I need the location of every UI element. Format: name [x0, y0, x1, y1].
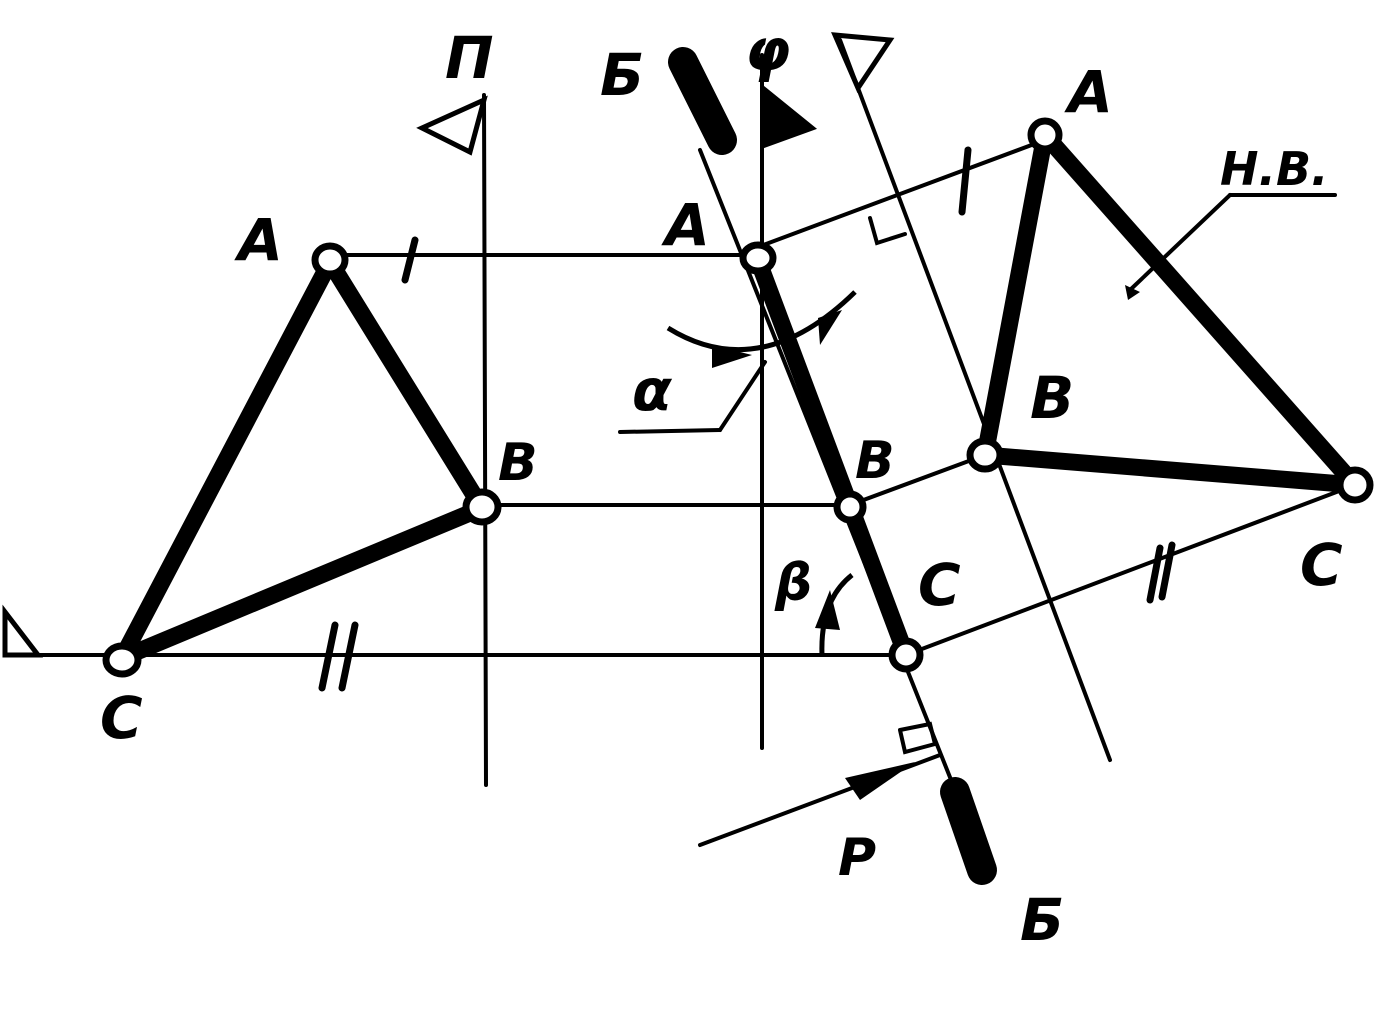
triangle-view-1	[102, 242, 502, 678]
label-alpha: α	[632, 356, 673, 424]
alpha-arrow-left-icon	[712, 345, 752, 368]
label-section-bottom: Б	[1020, 886, 1064, 954]
edge-bc-view-3	[976, 446, 1364, 494]
section-marker-top-icon	[668, 47, 737, 155]
edge-ab-view-3	[976, 126, 1054, 464]
rotated-axis	[838, 38, 1112, 762]
label-a-view-3: A	[1064, 58, 1113, 126]
point-c-view-2	[888, 637, 924, 673]
label-beta: β	[774, 553, 812, 613]
edge-ac-view-2	[749, 251, 915, 664]
label-a-view-2: A	[661, 191, 710, 259]
right-angle-mark-bottom	[898, 721, 938, 755]
label-section-top: Б	[600, 41, 644, 109]
transfer-line-c	[904, 483, 1357, 657]
point-b-view-1	[462, 488, 502, 526]
point-c-view-1	[102, 642, 142, 678]
true-view-pointer-icon	[1125, 285, 1140, 300]
tick-single-left	[401, 236, 419, 284]
label-c-view-2: C	[918, 551, 961, 619]
label-force: P	[838, 828, 876, 888]
true-view-leader	[1128, 193, 1232, 292]
tick-single-right	[958, 146, 972, 216]
flag-p-icon	[416, 95, 488, 156]
construction-lines	[3, 38, 1357, 847]
point-b-view-2	[833, 490, 867, 524]
equality-ticks	[318, 146, 1176, 692]
plane-flags	[2, 32, 895, 658]
transfer-line-a	[756, 138, 1047, 249]
alpha-arrow-right-icon	[818, 310, 842, 345]
triangle-view-2	[739, 241, 924, 673]
section-markers	[668, 47, 997, 885]
point-c-view-3	[1336, 466, 1374, 504]
label-c-view-3: C	[1300, 531, 1343, 599]
transfer-line-b	[848, 453, 987, 507]
alpha-leader-diag	[718, 360, 767, 432]
edge-bc-view-1	[113, 499, 491, 667]
axis-p	[482, 93, 488, 787]
force-arrow-icon	[845, 762, 915, 800]
angle-annotations	[666, 290, 915, 800]
edge-ab-view-1	[321, 253, 491, 517]
flag-baseline-icon	[2, 604, 44, 658]
tick-double-left-1	[318, 621, 339, 692]
label-plane-phi: φ	[745, 16, 790, 84]
edge-ac-view-1	[113, 253, 339, 667]
point-a-view-1	[311, 242, 349, 278]
section-marker-bottom-icon	[940, 777, 997, 885]
point-b-view-3	[966, 437, 1004, 473]
label-c-view-1: C	[100, 684, 143, 752]
tick-double-right-2	[1158, 541, 1176, 601]
label-plane-p: П	[445, 24, 494, 92]
label-b-view-1: B	[498, 433, 538, 493]
point-a-view-3	[1027, 117, 1063, 153]
label-a-view-1: A	[234, 206, 283, 274]
label-b-view-2: B	[855, 431, 895, 491]
alpha-arc	[666, 290, 857, 353]
point-a-view-2	[739, 241, 777, 275]
tick-double-left-2	[338, 621, 359, 692]
triangle-view-3	[966, 117, 1374, 504]
beta-arrow-icon	[815, 590, 840, 630]
tick-double-right-1	[1146, 544, 1164, 604]
alpha-leader	[618, 428, 722, 434]
flag-rotated-icon	[831, 32, 895, 94]
label-b-view-3: B	[1030, 364, 1074, 432]
edge-ac-view-3	[1036, 126, 1364, 494]
label-true-view: Н.В.	[1220, 142, 1329, 196]
labels: A B C A B C A B C П φ Б Б α β P Н.В.	[100, 16, 1343, 954]
flag-phi-icon	[762, 84, 818, 149]
right-angle-mark-top	[868, 216, 907, 246]
